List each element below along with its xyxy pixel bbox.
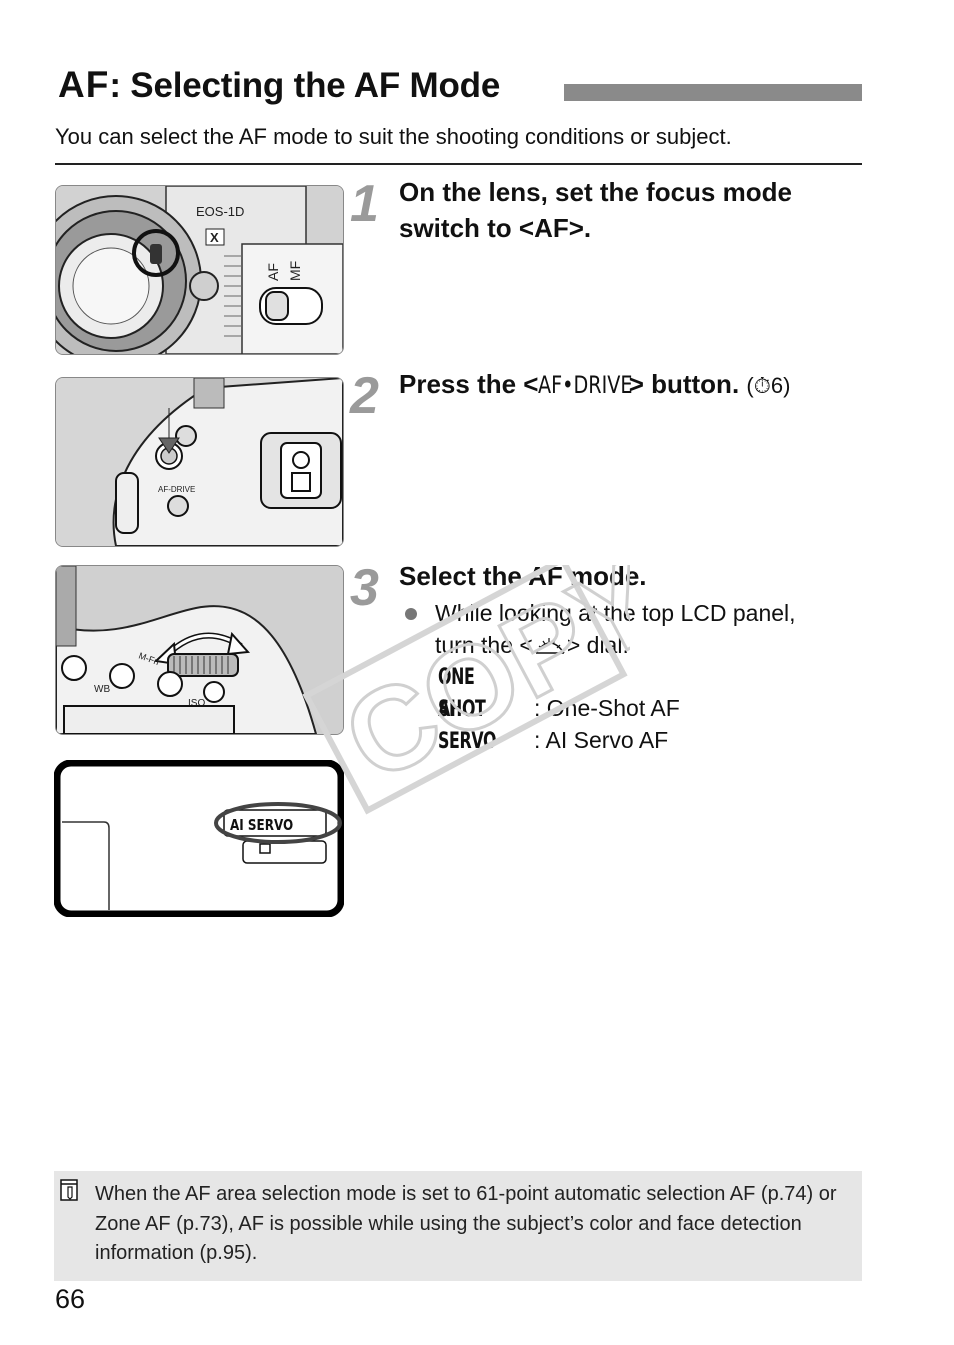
page-title: AF: Selecting the AF Mode (58, 64, 500, 106)
switch-label-mf: MF (287, 261, 303, 281)
timer-icon: ⏱ (753, 373, 771, 398)
lcd-mode-text: AI SERVO (230, 817, 293, 835)
step-3-heading: Select the AF mode. (399, 561, 647, 591)
switch-label-af: AF (265, 263, 281, 281)
lcd-panel-illustration: AI SERVO (53, 759, 345, 918)
af-drive-button-illustration: AF-DRIVE (55, 377, 344, 547)
step-2-heading-post: > button. (628, 369, 740, 399)
title-decor-bar (564, 84, 862, 101)
title-text: : Selecting the AF Mode (109, 66, 501, 105)
intro-text: You can select the AF mode to suit the s… (55, 124, 732, 149)
bullet-icon (405, 608, 417, 620)
bullet-line-1: While looking at the top LCD panel, (435, 600, 796, 626)
iso-label: ISO (188, 698, 205, 709)
step-number-2: 2 (350, 367, 379, 425)
one-shot-glyph: ONE SHOT (438, 665, 486, 722)
ai-servo-glyph: AI SERVO (438, 697, 497, 754)
wb-label: WB (94, 684, 110, 695)
note-text: When the AF area selection mode is set t… (95, 1183, 837, 1264)
bullet-line-2-post: > dial. (566, 632, 629, 658)
step-3-bullet: While looking at the top LCD panel, turn… (435, 597, 855, 661)
memo-icon (60, 1178, 80, 1202)
camera-brand-text: EOS-1D (196, 204, 244, 219)
step-2-heading-pre: Press the < (399, 369, 539, 399)
bullet-line-2-pre: turn the < (435, 632, 533, 658)
timer-ref-number: 6 (770, 373, 784, 398)
main-dial-icon (533, 631, 567, 654)
page-reference: (⏱6) (746, 373, 791, 398)
copy-watermark: COPY (300, 532, 683, 815)
watermark-text: COPY (324, 565, 630, 807)
af-drive-label: AF-DRIVE (158, 485, 195, 494)
step-number-3: 3 (350, 559, 379, 617)
main-dial-illustration: M-Fn WB ISO (55, 565, 344, 735)
ai-servo-label: : AI Servo AF (534, 727, 669, 753)
lens-illustration: EOS-1D X AF MF (55, 185, 344, 355)
model-badge: X (210, 230, 219, 245)
divider (55, 163, 862, 165)
step-2-heading: Press the <AF•DRIVE> button. (⏱6) (399, 366, 864, 404)
note-box (54, 1171, 862, 1281)
af-drive-glyph: AF•DRIVE (538, 371, 634, 399)
title-af-glyph: AF (58, 64, 110, 105)
bullet-line-2: turn the < > dial. (435, 629, 855, 661)
step-1-heading: On the lens, set the focus mode switch t… (399, 177, 792, 243)
page-number: 66 (55, 1284, 86, 1314)
step-number-1: 1 (350, 175, 379, 233)
mode-row-ai-servo: AI SERVO : AI Servo AF (438, 694, 858, 758)
